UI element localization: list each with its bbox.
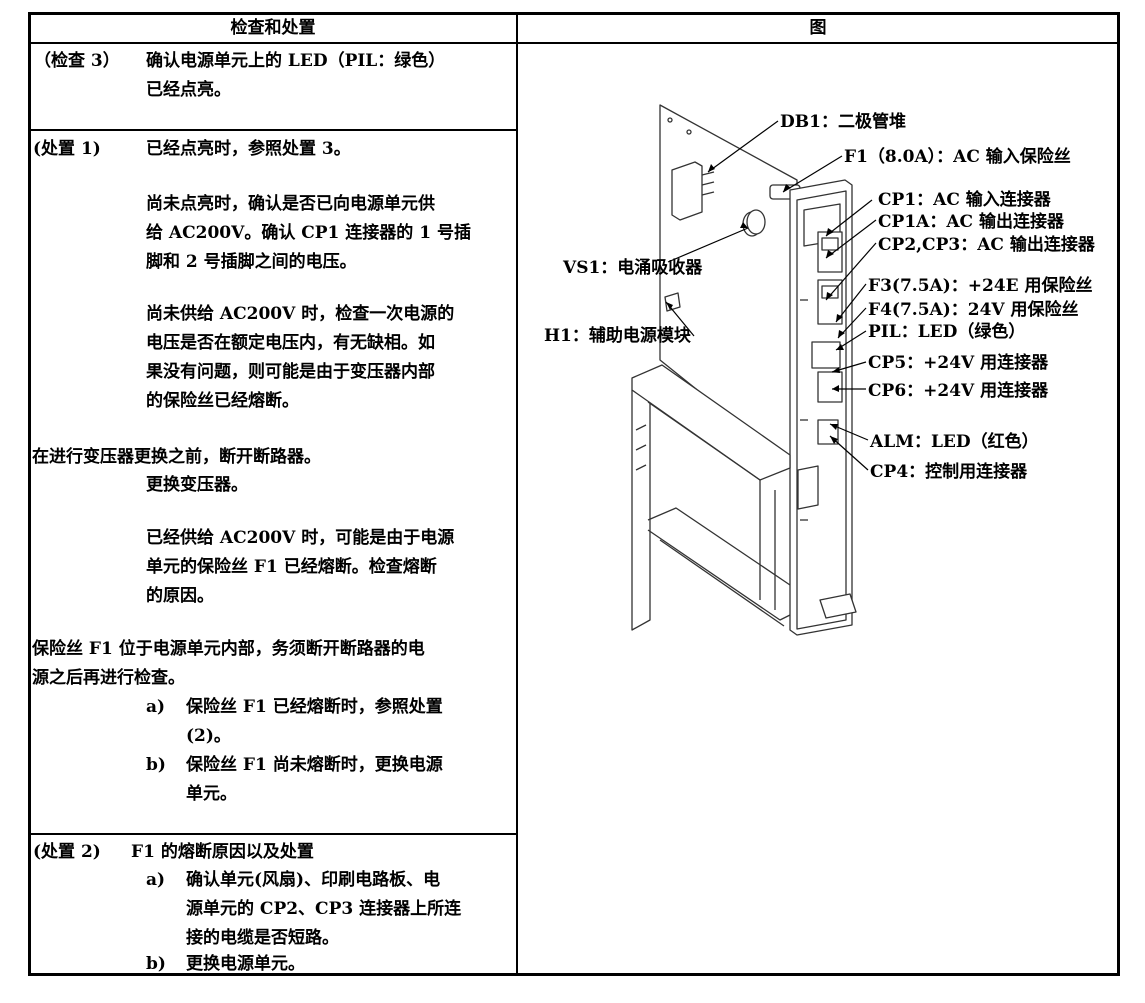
action2-a-line2: 源单元的 CP2、CP3 连接器上所连 xyxy=(186,899,462,919)
db1-part xyxy=(671,161,703,221)
label-db1: DB1：二极管堆 xyxy=(780,112,906,132)
label-h1: H1：辅助电源模块 xyxy=(544,326,691,346)
action1-p5: 更换变压器。 xyxy=(146,475,248,495)
action1-b-tag: b) xyxy=(146,755,166,775)
label-cp1: CP1：AC 输入连接器 xyxy=(878,190,1051,210)
action2-a-tag: a) xyxy=(146,870,166,890)
action2-b-tag: b) xyxy=(146,954,166,974)
action2-b-line1: 更换电源单元。 xyxy=(186,954,305,974)
action1-tag: (处置 1) xyxy=(33,139,101,159)
action1-p6-line2: 单元的保险丝 F1 已经熔断。检查熔断 xyxy=(146,557,437,577)
action2-title: F1 的熔断原因以及处置 xyxy=(131,842,314,862)
latch xyxy=(819,593,857,619)
action1-a-tag: a) xyxy=(146,697,166,717)
action1-b-line2: 单元。 xyxy=(186,784,237,804)
action1-p4: 在进行变压器更换之前，断开断路器。 xyxy=(32,447,321,467)
cp5-connector xyxy=(811,341,841,369)
action1-a-line2: (2)。 xyxy=(186,726,231,746)
pcb-hole xyxy=(667,117,673,123)
check3-line1: 确认电源单元上的 LED（PIL：绿色） xyxy=(146,51,446,71)
action1-p3-line2: 电压是否在额定电压内，有无缺相。如 xyxy=(146,333,435,353)
table-frame xyxy=(28,12,1120,976)
label-vs1: VS1：电涌吸收器 xyxy=(563,258,703,278)
action2-rule xyxy=(28,833,518,835)
label-pil: PIL：LED（绿色） xyxy=(868,322,1026,342)
column-divider xyxy=(516,12,518,976)
header-rule xyxy=(28,42,1120,44)
label-alm: ALM：LED（红色） xyxy=(870,432,1039,452)
check3-tag: （检查 3） xyxy=(34,51,120,71)
action2-tag: (处置 2) xyxy=(33,842,101,862)
action1-p7-line2: 源之后再进行检查。 xyxy=(32,668,185,688)
action1-p1: 已经点亮时，参照处置 3。 xyxy=(146,139,351,159)
label-cp1a: CP1A：AC 输出连接器 xyxy=(878,212,1064,232)
action1-p6-line1: 已经供给 AC200V 时，可能是由于电源 xyxy=(146,528,455,548)
label-cp4: CP4：控制用连接器 xyxy=(870,462,1028,482)
action1-a-line1: 保险丝 F1 已经熔断时，参照处置 xyxy=(186,697,443,717)
check3-rule xyxy=(28,129,518,131)
action2-a-line3: 接的电缆是否短路。 xyxy=(186,928,339,948)
action2-a-line1: 确认单元(风扇)、印刷电路板、电 xyxy=(186,870,441,890)
header-right: 图 xyxy=(809,18,827,38)
label-cp23: CP2,CP3：AC 输出连接器 xyxy=(878,235,1095,255)
action1-p2-line1: 尚未点亮时，确认是否已向电源单元供 xyxy=(146,194,435,214)
header-left: 检查和处置 xyxy=(230,18,316,38)
pcb-hole xyxy=(686,129,692,135)
label-f1: F1（8.0A）：AC 输入保险丝 xyxy=(844,147,1071,167)
action1-p3-line3: 果没有问题，则可能是由于变压器内部 xyxy=(146,362,435,382)
action1-p6-line3: 的原因。 xyxy=(146,586,214,606)
action1-b-line1: 保险丝 F1 尚未熔断时，更换电源 xyxy=(186,755,443,775)
label-cp6: CP6：+24V 用连接器 xyxy=(868,381,1049,401)
action1-p3-line4: 的保险丝已经熔断。 xyxy=(146,391,299,411)
action1-p3-line1: 尚未供给 AC200V 时，检查一次电源的 xyxy=(146,304,455,324)
action1-p7-line1: 保险丝 F1 位于电源单元内部，务须断开断路器的电 xyxy=(32,639,425,659)
label-f4: F4(7.5A)：24V 用保险丝 xyxy=(868,300,1079,320)
check3-line2: 已经点亮。 xyxy=(146,80,231,100)
h1-part xyxy=(664,292,681,312)
label-cp5: CP5：+24V 用连接器 xyxy=(868,353,1049,373)
action1-p2-line2: 给 AC200V。确认 CP1 连接器的 1 号插 xyxy=(146,223,471,243)
action1-p2-line3: 脚和 2 号插脚之间的电压。 xyxy=(146,252,357,272)
label-f3: F3(7.5A)：+24E 用保险丝 xyxy=(868,276,1093,296)
